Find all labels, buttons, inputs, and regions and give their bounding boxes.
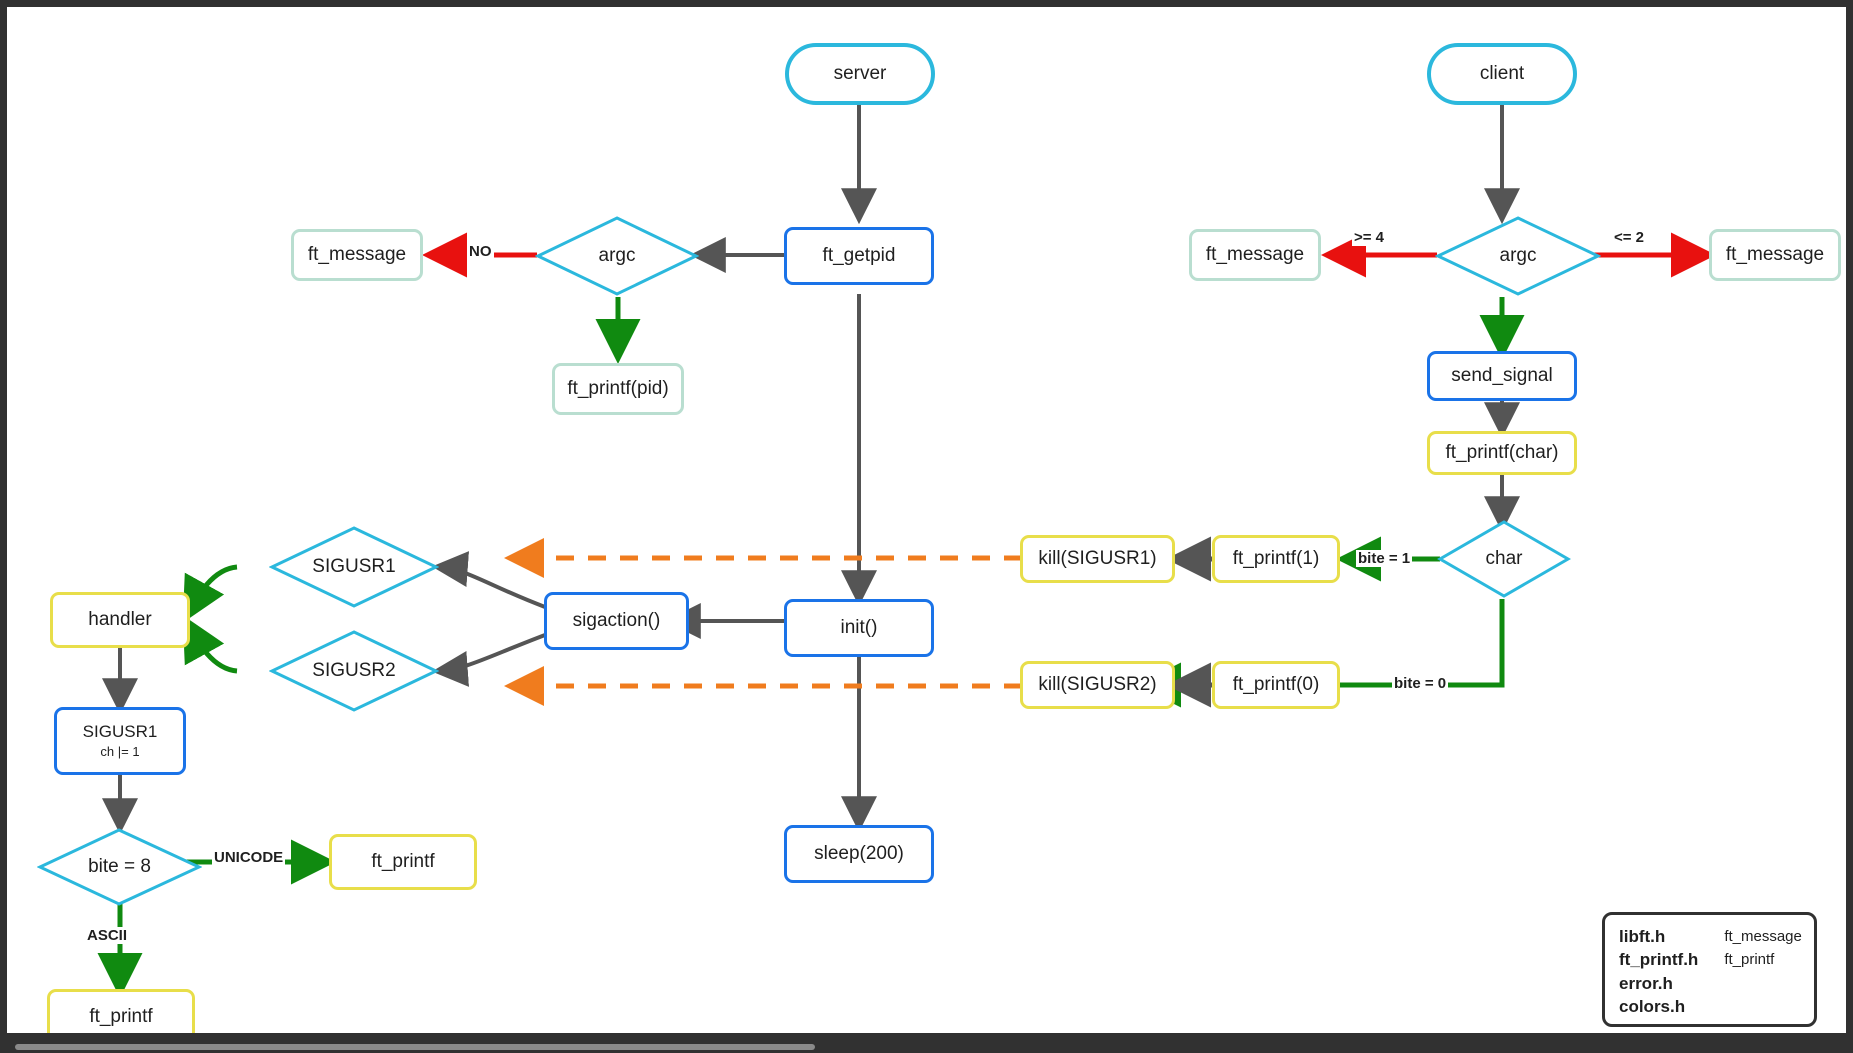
node-sigaction[interactable]: sigaction() xyxy=(544,592,689,650)
node-kill-sigusr1[interactable]: kill(SIGUSR1) xyxy=(1020,535,1175,583)
legend-function-0: ft_message xyxy=(1724,928,1802,945)
node-client[interactable]: client xyxy=(1427,43,1577,105)
node-kill-sigusr2-label: kill(SIGUSR2) xyxy=(1038,674,1157,696)
node-argc-server-label: argc xyxy=(598,245,636,267)
node-ft-printf-char[interactable]: ft_printf(char) xyxy=(1427,431,1577,475)
node-ft-message-client-left[interactable]: ft_message xyxy=(1189,229,1321,281)
node-ft-message-client-right-label: ft_message xyxy=(1725,244,1825,266)
node-argc-server[interactable]: argc xyxy=(535,215,699,297)
node-argc-client[interactable]: argc xyxy=(1435,215,1601,297)
node-send-signal-label: send_signal xyxy=(1451,365,1553,387)
node-ft-message-server[interactable]: ft_message xyxy=(291,229,423,281)
node-kill-sigusr2[interactable]: kill(SIGUSR2) xyxy=(1020,661,1175,709)
node-sigusr2-diamond[interactable]: SIGUSR2 xyxy=(269,629,439,713)
node-ft-message-server-label: ft_message xyxy=(307,244,407,266)
legend-header-2: error.h xyxy=(1619,973,1673,993)
diamond-shape xyxy=(1435,216,1601,296)
legend-header-1: ft_printf.h xyxy=(1619,950,1699,970)
node-bite8-diamond-label: bite = 8 xyxy=(88,856,151,878)
node-server[interactable]: server xyxy=(785,43,935,105)
node-ft-printf-char-label: ft_printf(char) xyxy=(1445,442,1559,464)
node-ft-message-client-right[interactable]: ft_message xyxy=(1709,229,1841,281)
diamond-shape xyxy=(37,828,202,906)
node-sigusr1-box-sub: ch |= 1 xyxy=(100,743,140,759)
node-bite8-diamond[interactable]: bite = 8 xyxy=(37,827,202,907)
node-ft-printf-unicode-label: ft_printf xyxy=(371,851,435,873)
diamond-shape xyxy=(535,216,699,296)
node-ft-printf-ascii-label: ft_printf xyxy=(89,1006,153,1028)
node-sigusr1-diamond-label: SIGUSR1 xyxy=(312,556,396,578)
node-init-label: init() xyxy=(840,617,878,639)
node-char-diamond-label: char xyxy=(1485,548,1523,570)
legend-header-0: libft.h xyxy=(1619,927,1666,946)
diamond-shape xyxy=(269,526,439,608)
node-ft-getpid-label: ft_getpid xyxy=(822,245,896,267)
node-ft-printf-unicode[interactable]: ft_printf xyxy=(329,834,477,890)
legend-headers-column: libft.h ft_printf.h error.h colors.h xyxy=(1619,925,1699,1016)
edge-label-unicode: UNICODE xyxy=(212,849,286,866)
horizontal-scrollbar[interactable] xyxy=(7,1033,1846,1053)
node-ft-message-client-left-label: ft_message xyxy=(1205,244,1305,266)
edge-label-le2: <= 2 xyxy=(1612,229,1647,246)
node-sigusr2-diamond-label: SIGUSR2 xyxy=(312,660,396,682)
node-server-label: server xyxy=(833,63,887,85)
legend-box: libft.h ft_printf.h error.h colors.h ft_… xyxy=(1602,912,1817,1027)
legend-functions-column: ft_message ft_printf xyxy=(1724,925,1802,1014)
diamond-shape xyxy=(1437,520,1571,598)
node-char-diamond[interactable]: char xyxy=(1437,519,1571,599)
edge-label-ascii: ASCII xyxy=(85,927,130,944)
node-ft-printf-pid[interactable]: ft_printf(pid) xyxy=(552,363,684,415)
node-sleep[interactable]: sleep(200) xyxy=(784,825,934,883)
node-sigusr1-box-main: SIGUSR1 xyxy=(82,722,158,742)
node-ft-getpid[interactable]: ft_getpid xyxy=(784,227,934,285)
legend-header-3: colors.h xyxy=(1619,997,1686,1017)
node-kill-sigusr1-label: kill(SIGUSR1) xyxy=(1038,548,1157,570)
node-ft-printf-0[interactable]: ft_printf(0) xyxy=(1212,661,1340,709)
node-send-signal[interactable]: send_signal xyxy=(1427,351,1577,401)
edge-label-ge4: >= 4 xyxy=(1352,229,1387,246)
edge-label-bite1: bite = 1 xyxy=(1356,550,1413,567)
node-sigusr1-diamond[interactable]: SIGUSR1 xyxy=(269,525,439,609)
diamond-shape xyxy=(269,630,439,712)
node-init[interactable]: init() xyxy=(784,599,934,657)
node-handler[interactable]: handler xyxy=(50,592,190,648)
node-handler-label: handler xyxy=(88,609,152,631)
node-sleep-label: sleep(200) xyxy=(814,843,904,865)
node-argc-client-label: argc xyxy=(1499,245,1537,267)
legend-function-1: ft_printf xyxy=(1724,951,1775,969)
scrollbar-thumb[interactable] xyxy=(15,1044,815,1050)
node-ft-printf-1[interactable]: ft_printf(1) xyxy=(1212,535,1340,583)
edge-label-bite0: bite = 0 xyxy=(1392,675,1449,692)
node-ft-printf-0-label: ft_printf(0) xyxy=(1232,674,1320,696)
node-ft-printf-1-label: ft_printf(1) xyxy=(1232,548,1320,570)
node-ft-printf-pid-label: ft_printf(pid) xyxy=(567,378,669,400)
node-client-label: client xyxy=(1479,63,1525,85)
node-sigaction-label: sigaction() xyxy=(572,610,661,632)
edge-label-no: NO xyxy=(467,243,494,260)
node-sigusr1-box[interactable]: SIGUSR1 ch |= 1 xyxy=(54,707,186,775)
